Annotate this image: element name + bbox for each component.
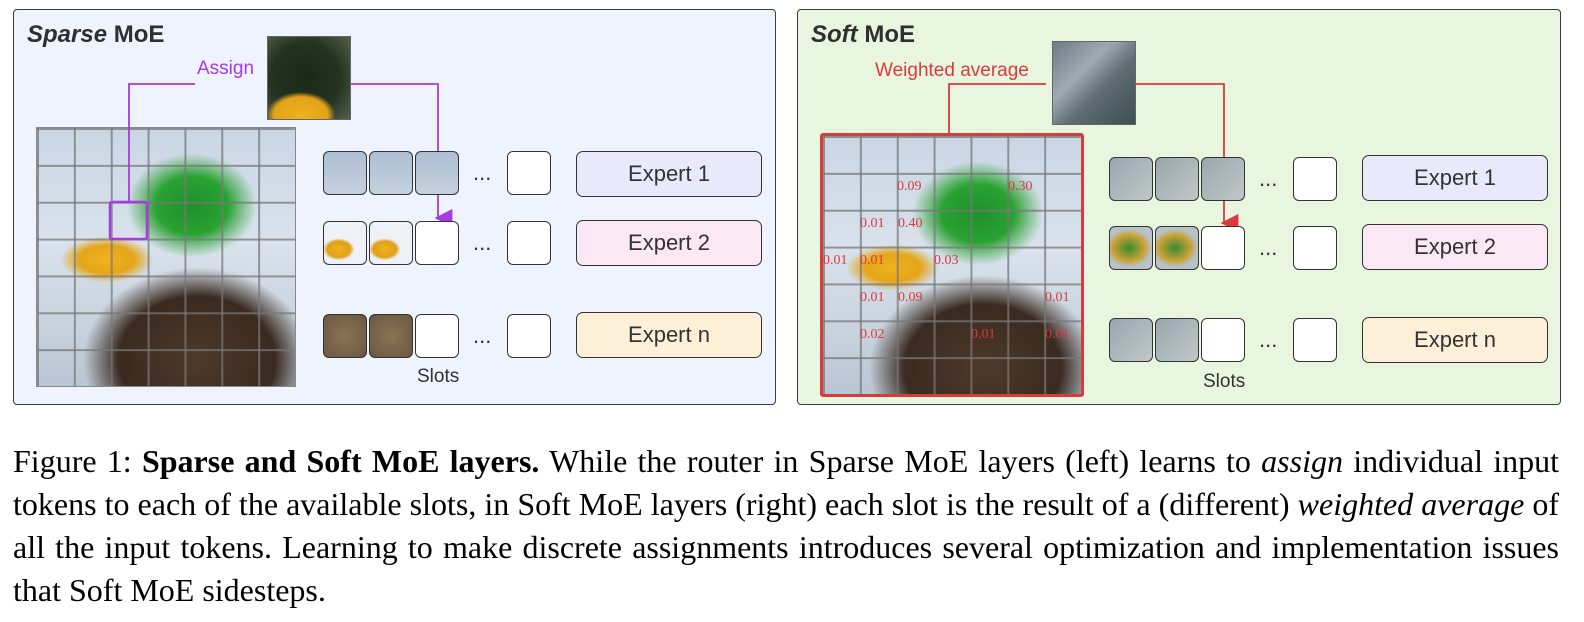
slot <box>323 221 367 265</box>
slot <box>1155 157 1199 201</box>
sparse-moe-panel: Sparse MoE Assign ... Expert 1 ... Exper… <box>13 9 776 405</box>
weight-label: 0.01 <box>860 290 885 305</box>
duck-image-grid <box>820 133 1084 397</box>
slot <box>323 151 367 195</box>
weight-label: 0.40 <box>898 216 923 231</box>
weight-label: 0.02 <box>860 327 885 342</box>
slot <box>415 151 459 195</box>
slot <box>1155 226 1199 270</box>
weight-label: 0.01 <box>971 327 996 342</box>
slot <box>415 221 459 265</box>
weighted-average-label: Weighted average <box>875 60 1029 81</box>
slot <box>1109 157 1153 201</box>
weight-label: 0.01 <box>1045 290 1070 305</box>
expert-2-box: Expert 2 <box>576 220 762 266</box>
slot <box>369 151 413 195</box>
assign-label: Assign <box>197 58 255 79</box>
slot <box>507 151 551 195</box>
slot <box>1201 157 1245 201</box>
slot <box>1109 226 1153 270</box>
slot <box>507 314 551 358</box>
expert-n-box: Expert n <box>1362 317 1548 363</box>
weight-label: 0.09 <box>897 179 922 194</box>
expert-n-box: Expert n <box>576 312 762 358</box>
slot <box>323 314 367 358</box>
weight-label: 0.01 <box>860 253 885 268</box>
ellipsis: ... <box>1259 166 1278 191</box>
weight-label: 0.01 <box>823 253 848 268</box>
expert-1-box: Expert 1 <box>576 151 762 197</box>
weighted-average-patch <box>1052 41 1136 125</box>
ellipsis: ... <box>1259 235 1278 260</box>
slot <box>1109 318 1153 362</box>
weight-label: 0.03 <box>934 253 959 268</box>
expert-1-box: Expert 1 <box>1362 155 1548 201</box>
slot <box>1293 318 1337 362</box>
slot <box>369 221 413 265</box>
slots-label: Slots <box>417 366 460 387</box>
ellipsis: ... <box>473 230 492 255</box>
weight-label: 0.01 <box>1045 327 1070 342</box>
weight-label: 0.30 <box>1008 179 1033 194</box>
slot <box>1293 157 1337 201</box>
figure-caption: Figure 1: Sparse and Soft MoE layers. Wh… <box>13 443 1560 608</box>
soft-moe-panel: Soft MoE Weighted average 0.09 0.30 0.01… <box>797 9 1561 405</box>
slot <box>1201 318 1245 362</box>
duck-image-grid <box>36 127 296 387</box>
ellipsis: ... <box>473 160 492 185</box>
selected-token-patch <box>267 36 351 120</box>
ellipsis: ... <box>473 323 492 348</box>
sparse-moe-title: Sparse MoE <box>27 21 165 48</box>
expert-2-box: Expert 2 <box>1362 224 1548 270</box>
slot <box>415 314 459 358</box>
slot <box>1293 226 1337 270</box>
ellipsis: ... <box>1259 327 1278 352</box>
weight-label: 0.01 <box>860 216 885 231</box>
slot <box>1201 226 1245 270</box>
slot <box>1155 318 1199 362</box>
weight-label: 0.09 <box>898 290 923 305</box>
slots-label: Slots <box>1203 371 1246 392</box>
slot <box>507 221 551 265</box>
slot <box>369 314 413 358</box>
soft-moe-title: Soft MoE <box>811 21 915 48</box>
